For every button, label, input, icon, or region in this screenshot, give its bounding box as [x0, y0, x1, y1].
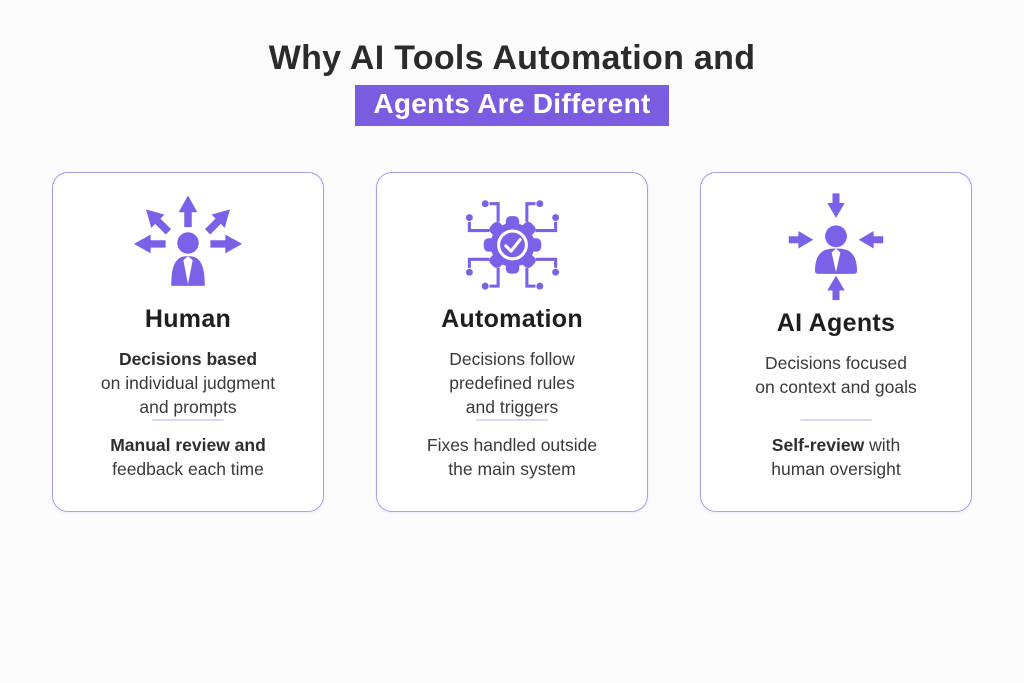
card-title: Automation — [441, 305, 583, 334]
text-line: Self-review with — [771, 433, 900, 457]
divider — [152, 419, 224, 421]
text-line: Fixes handled outside — [427, 433, 597, 457]
divider — [800, 418, 872, 421]
text-regular: Decisions follow — [449, 349, 575, 370]
page-title: Why AI Tools Automation and Agents Are D… — [0, 38, 1024, 126]
human-arrows-out-icon — [132, 189, 244, 297]
text-bold: Manual review and — [110, 434, 266, 455]
text-bold: Self-review — [771, 434, 865, 455]
text-regular: on individual judgment — [100, 373, 276, 394]
text-line: Decisions follow — [449, 347, 575, 371]
text-line: Decisions focused — [755, 351, 917, 375]
card-point-1: Decisions focused on context and goals — [755, 351, 917, 399]
card-title: Human — [144, 305, 232, 334]
text-line: feedback each time — [110, 457, 266, 481]
title-line-1: Why AI Tools Automation and — [268, 39, 756, 77]
text-regular: with — [864, 434, 901, 455]
automation-gear-circuit-icon — [455, 189, 570, 297]
cards-row: Human Decisions based on individual judg… — [0, 171, 1024, 512]
text-line: and prompts — [101, 395, 275, 419]
text-regular: human oversight — [771, 458, 901, 479]
header: Why AI Tools Automation and Agents Are D… — [0, 0, 1024, 126]
card-ai-agents: AI Agents Decisions focused on context a… — [700, 171, 972, 512]
card-point-1: Decisions follow predefined rules and tr… — [449, 347, 575, 419]
text-regular: and triggers — [465, 397, 559, 418]
title-line-2-highlight: Agents Are Different — [355, 84, 669, 126]
text-regular: the main system — [448, 458, 576, 479]
text-regular: predefined rules — [449, 373, 575, 394]
text-regular: Decisions focused — [764, 352, 907, 373]
card-point-2: Manual review and feedback each time — [110, 433, 266, 481]
text-regular: Fixes handled outside — [426, 434, 598, 455]
text-regular: and prompts — [139, 397, 237, 418]
card-point-2: Self-review with human oversight — [771, 433, 900, 481]
text-regular: on context and goals — [755, 376, 917, 397]
divider — [476, 419, 548, 421]
text-line: Decisions based — [101, 347, 275, 371]
text-line: predefined rules — [449, 371, 575, 395]
card-title: AI Agents — [776, 308, 896, 337]
text-line: and triggers — [449, 395, 575, 419]
card-point-1: Decisions based on individual judgment a… — [101, 347, 275, 419]
text-line: Manual review and — [110, 433, 266, 457]
card-automation: Automation Decisions follow predefined r… — [376, 171, 648, 512]
text-regular: feedback each time — [112, 458, 264, 479]
text-line: on context and goals — [755, 375, 917, 399]
card-point-2: Fixes handled outside the main system — [427, 433, 597, 481]
text-line: the main system — [427, 457, 597, 481]
text-line: on individual judgment — [101, 371, 275, 395]
card-human: Human Decisions based on individual judg… — [52, 171, 324, 512]
ai-agent-arrows-in-icon — [783, 189, 889, 301]
text-bold: Decisions based — [118, 349, 258, 370]
text-line: human oversight — [771, 457, 900, 481]
